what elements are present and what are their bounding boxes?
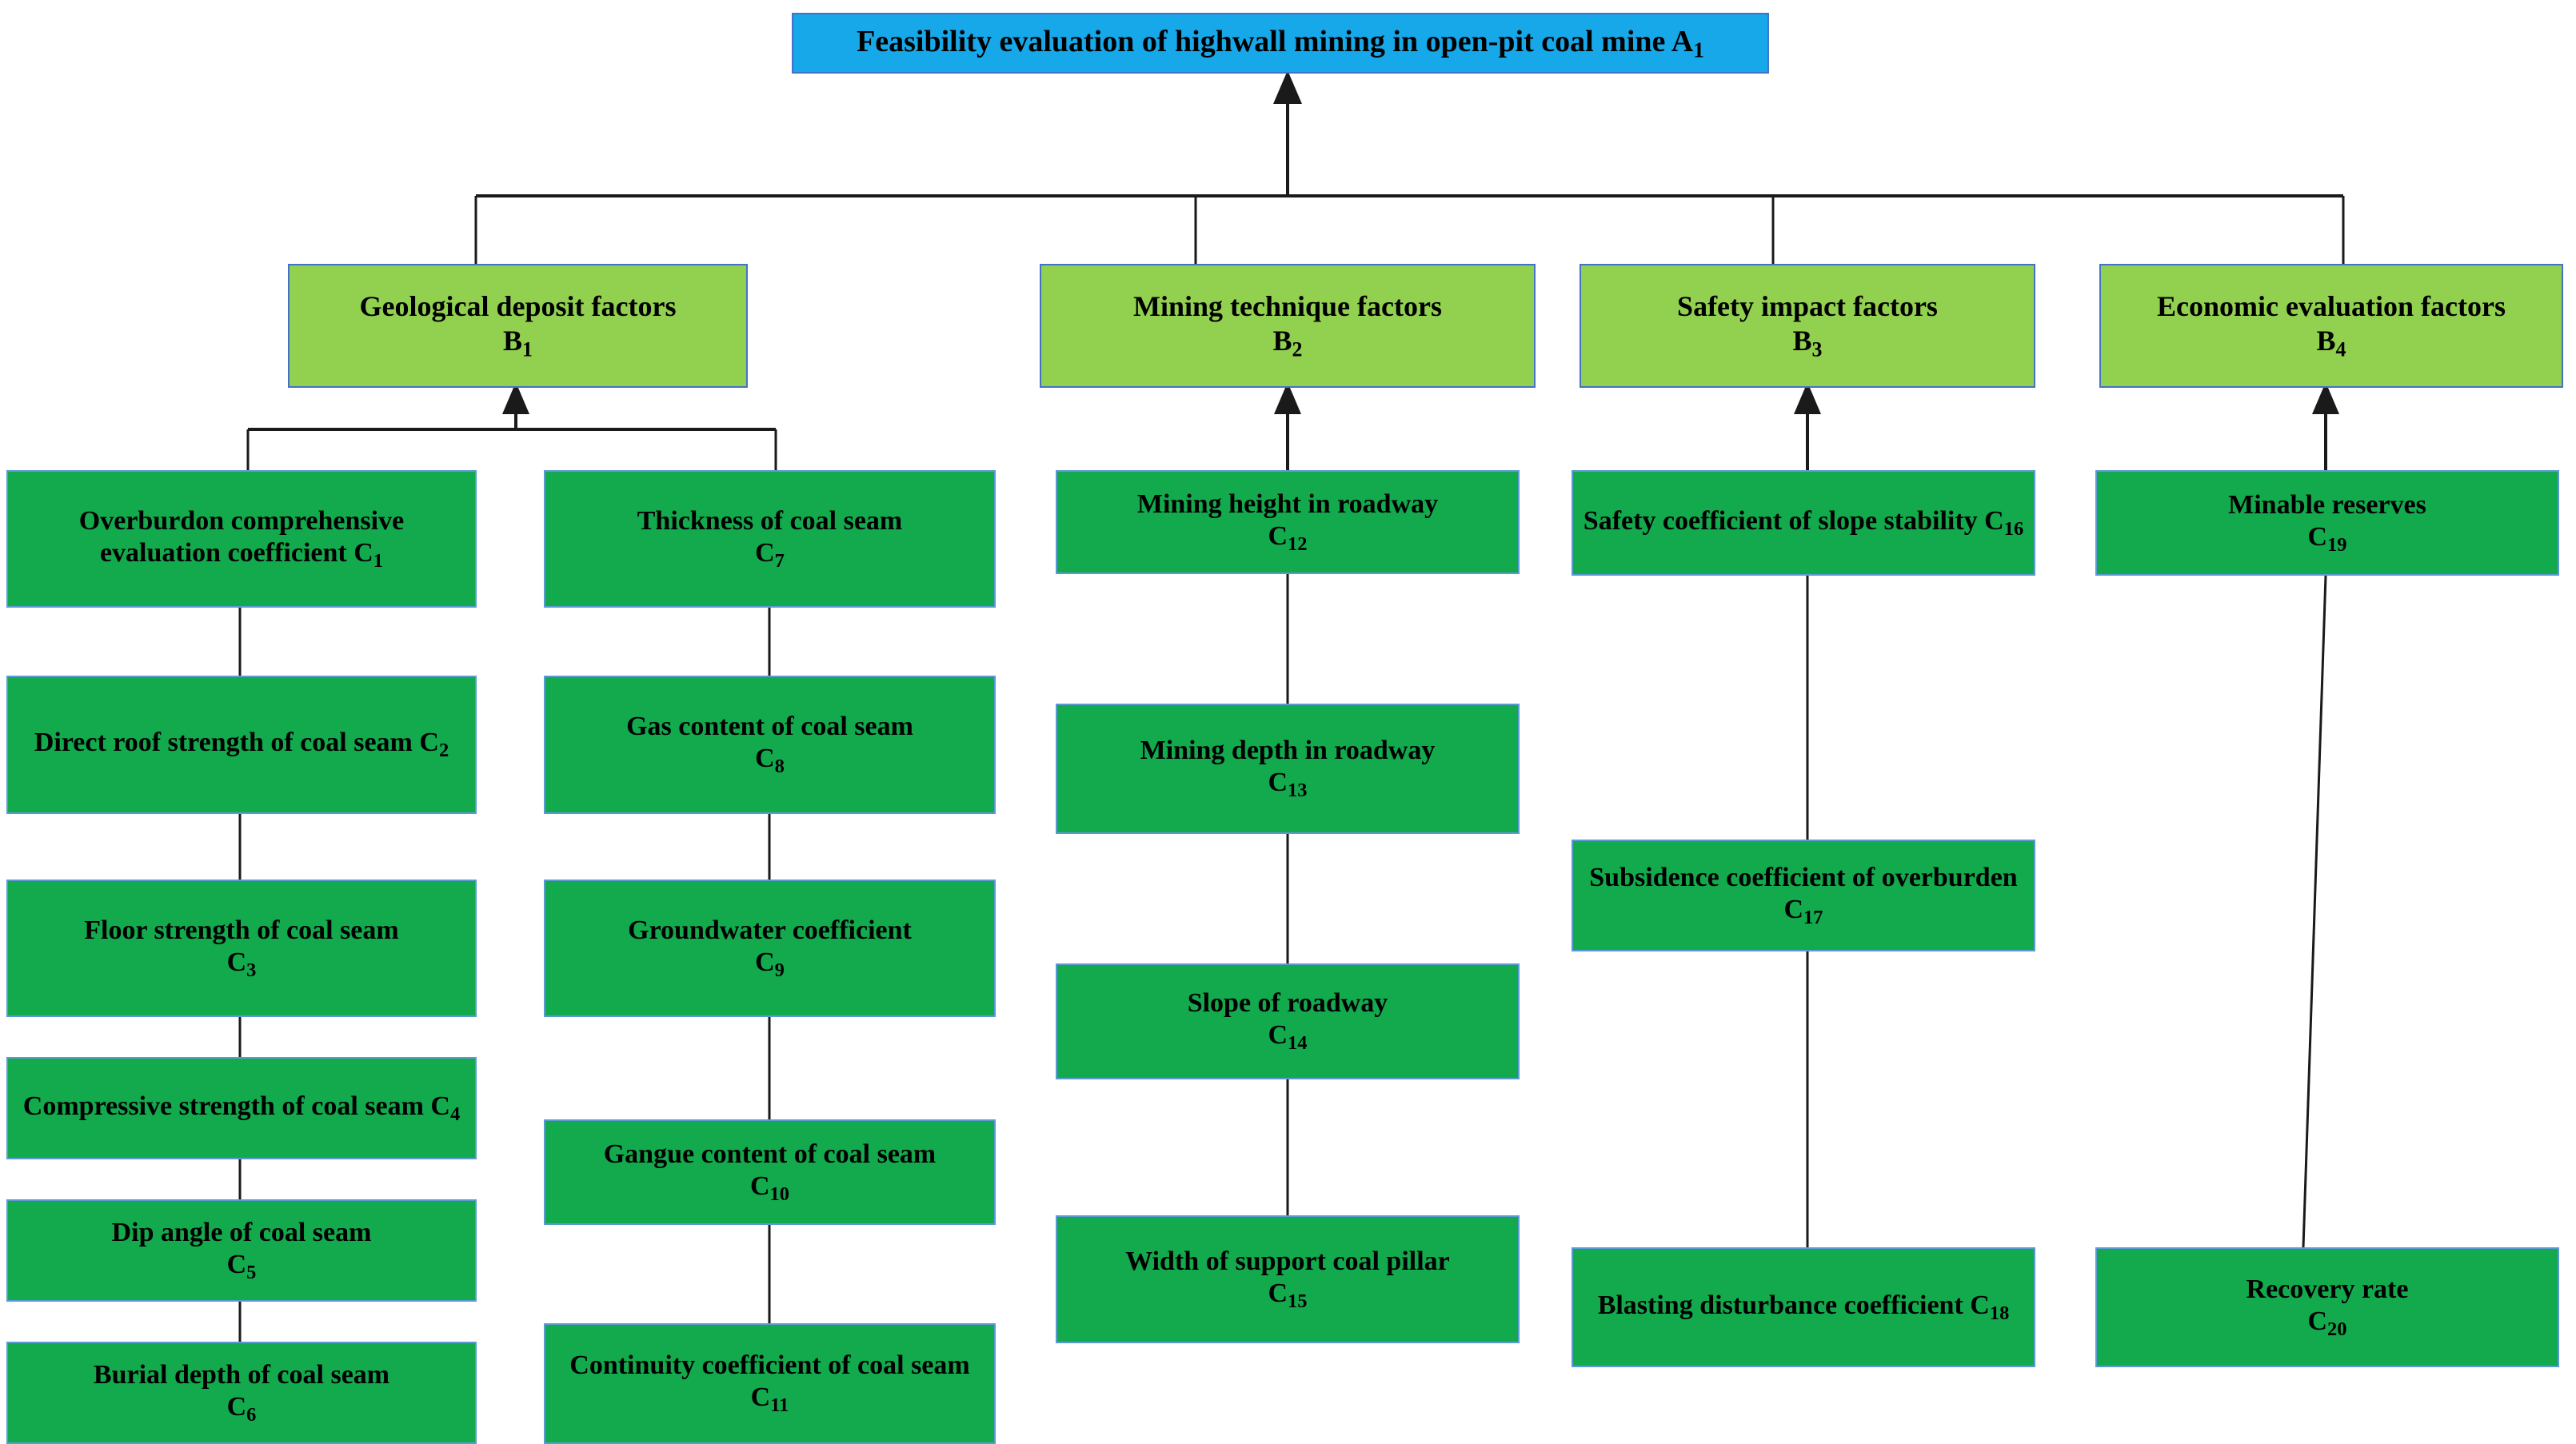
indicator-node-c4[interactable]: Compressive strength of coal seam C4 (6, 1057, 477, 1159)
indicator-label-c5: Dip angle of coal seam C5 (111, 1217, 372, 1283)
indicator-node-c6[interactable]: Burial depth of coal seam C6 (6, 1342, 477, 1444)
indicator-node-c19[interactable]: Minable reserves C19 (2095, 470, 2559, 576)
indicator-label-c10: Gangue content of coal seam C10 (603, 1139, 937, 1205)
hierarchy-diagram-canvas: Feasibility evaluation of highwall minin… (6, 13, 2563, 1444)
indicator-node-c3[interactable]: Floor strength of coal seam C3 (6, 880, 477, 1017)
indicator-label-c14: Slope of roadway C14 (1187, 988, 1388, 1055)
indicator-label-c17: Subsidence coefficient of overburden C17 (1589, 862, 2018, 928)
indicator-node-c12[interactable]: Mining height in roadway C12 (1056, 470, 1520, 574)
indicator-label-c7: Thickness of coal seam C7 (637, 505, 903, 572)
indicator-node-c18[interactable]: Blasting disturbance coefficient C18 (1572, 1247, 2035, 1367)
indicator-label-c3: Floor strength of coal seam C3 (84, 915, 399, 981)
indicator-label-c11: Continuity coefficient of coal seam C11 (569, 1350, 970, 1417)
indicator-node-c20[interactable]: Recovery rate C20 (2095, 1247, 2559, 1367)
indicator-label-c15: Width of support coal pillar C15 (1125, 1246, 1450, 1312)
indicator-node-c14[interactable]: Slope of roadway C14 (1056, 963, 1520, 1079)
indicator-node-c7[interactable]: Thickness of coal seam C7 (544, 470, 996, 608)
indicator-label-c18: Blasting disturbance coefficient C18 (1597, 1290, 2010, 1324)
indicator-label-c20: Recovery rate C20 (2246, 1274, 2409, 1340)
indicator-label-c4: Compressive strength of coal seam C4 (22, 1091, 461, 1125)
indicator-node-c16[interactable]: Safety coefficient of slope stability C1… (1572, 470, 2035, 576)
indicator-label-c16: Safety coefficient of slope stability C1… (1583, 505, 2024, 540)
criterion-node-b4[interactable]: Economic evaluation factors B4 (2099, 264, 2563, 388)
indicator-node-c11[interactable]: Continuity coefficient of coal seam C11 (544, 1323, 996, 1444)
arrowhead-a1 (1273, 70, 1302, 104)
indicator-node-c13[interactable]: Mining depth in roadway C13 (1056, 704, 1520, 834)
indicator-node-c9[interactable]: Groundwater coefficient C9 (544, 880, 996, 1017)
indicator-label-c9: Groundwater coefficient C9 (628, 915, 912, 981)
criterion-label-b4: Economic evaluation factors B4 (2157, 290, 2506, 361)
indicator-label-c13: Mining depth in roadway C13 (1140, 736, 1436, 802)
indicator-node-c8[interactable]: Gas content of coal seam C8 (544, 676, 996, 814)
indicator-label-c12: Mining height in roadway C12 (1136, 489, 1439, 555)
indicator-label-c8: Gas content of coal seam C8 (626, 712, 913, 778)
indicator-node-c1[interactable]: Overburdon comprehensive evaluation coef… (6, 470, 477, 608)
indicator-label-c6: Burial depth of coal seam C6 (93, 1359, 390, 1426)
connector-c20-c19 (2302, 575, 2327, 1248)
goal-node-a1[interactable]: Feasibility evaluation of highwall minin… (792, 13, 1769, 74)
indicator-label-c2: Direct roof strength of coal seam C2 (34, 728, 449, 761)
indicator-node-c15[interactable]: Width of support coal pillar C15 (1056, 1215, 1520, 1343)
goal-label: Feasibility evaluation of highwall minin… (857, 24, 1704, 62)
indicator-label-c19: Minable reserves C19 (2228, 489, 2426, 556)
criterion-label-b3: Safety impact factors B3 (1677, 290, 1938, 361)
criterion-label-b1: Geological deposit factors B1 (359, 290, 677, 361)
criterion-node-b3[interactable]: Safety impact factors B3 (1580, 264, 2035, 388)
indicator-label-c1: Overburdon comprehensive evaluation coef… (78, 505, 405, 572)
indicator-node-c10[interactable]: Gangue content of coal seam C10 (544, 1119, 996, 1225)
criterion-node-b1[interactable]: Geological deposit factors B1 (288, 264, 748, 388)
indicator-node-c5[interactable]: Dip angle of coal seam C5 (6, 1199, 477, 1302)
criterion-label-b2: Mining technique factors B2 (1133, 290, 1442, 361)
indicator-node-c17[interactable]: Subsidence coefficient of overburden C17 (1572, 840, 2035, 951)
indicator-node-c2[interactable]: Direct roof strength of coal seam C2 (6, 676, 477, 814)
criterion-node-b2[interactable]: Mining technique factors B2 (1040, 264, 1536, 388)
